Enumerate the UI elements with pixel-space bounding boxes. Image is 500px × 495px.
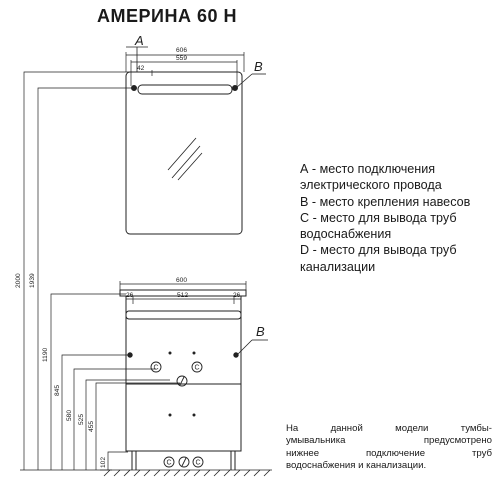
height-dimension-labels: 2000 1939 1190 845 580 525 455 102 [15, 273, 107, 468]
installation-note: На данной модели тумбы- умывальника пред… [286, 423, 492, 473]
legend-line: водоснабжения [300, 227, 392, 242]
note-line: умывальника предусмотрено [286, 435, 492, 447]
dim-label-845: 845 [54, 385, 61, 396]
cabinet-body [125, 295, 242, 452]
dim-label-525: 525 [78, 414, 85, 425]
legend-line: канализации [300, 259, 376, 274]
dim-label-1190: 1190 [42, 347, 49, 362]
dim-label-26-right: 26 [233, 292, 241, 299]
marker-b-top-label: B [254, 59, 263, 74]
legend-line: электрического провода [300, 178, 442, 193]
legend-line: D - место для вывода труб [300, 243, 457, 258]
water-outlet-right [191, 361, 203, 373]
floor-outlets [163, 456, 204, 468]
dim-label-512: 512 [177, 292, 188, 299]
dim-label-2000: 2000 [15, 273, 22, 288]
marker-b-bottom-label: B [256, 324, 265, 339]
mirror-dimensions [125, 52, 245, 86]
floor-water-left-label: C [167, 460, 172, 467]
legend-line: С - место для вывода труб [300, 210, 457, 225]
dim-label-1939: 1939 [29, 273, 36, 288]
dim-label-42: 42 [137, 65, 145, 72]
cabinet-hanger-left [127, 352, 133, 358]
floor-water-right [192, 456, 204, 468]
dim-label-559: 559 [176, 55, 187, 62]
sink-basin-edge [125, 310, 242, 320]
mirror-light-bar [137, 84, 233, 95]
mirror-hanger-left [131, 85, 137, 91]
dim-label-580: 580 [66, 410, 73, 421]
marker-a [126, 46, 148, 72]
vanity-cabinet [119, 289, 247, 470]
marker-a-label: A [134, 33, 144, 48]
page-title: АМЕРИНА 60 Н [97, 6, 237, 26]
drain-outlet [176, 375, 188, 387]
dim-label-600: 600 [176, 277, 187, 284]
mirror-frame [125, 71, 243, 235]
note-line: нижнее подключение труб [286, 447, 492, 459]
water-outlets [150, 361, 203, 373]
cabinet-dimensions [119, 281, 247, 304]
dim-label-606: 606 [176, 47, 187, 54]
mirror [125, 71, 243, 235]
dim-label-26-left: 26 [126, 292, 134, 299]
legend-line: А - место подключения [300, 162, 436, 176]
floor-hatching [100, 469, 272, 477]
marker-b-bottom [236, 339, 268, 356]
glass-reflection [167, 137, 203, 181]
legend-line: В - место крепления навесов [300, 194, 471, 209]
marker-b-top [235, 73, 266, 89]
floor-drain [178, 456, 190, 468]
dim-label-455: 455 [88, 421, 95, 432]
floor-water-right-label: C [196, 460, 201, 467]
water-outlet-right-label: C [195, 365, 200, 372]
mirror-hanger-right [232, 85, 238, 91]
dim-label-102: 102 [100, 457, 107, 468]
floor-water-left [163, 456, 175, 468]
height-dimension-lines [20, 71, 180, 471]
water-outlet-left-label: C [154, 365, 159, 372]
legend: А - место подключения электрического про… [300, 161, 470, 275]
water-outlet-left [150, 361, 162, 373]
note-line: На данной модели тумбы- [286, 423, 492, 434]
note-line: водоснабжения и канализации. [286, 460, 427, 472]
cabinet-hanger-right [233, 352, 239, 358]
